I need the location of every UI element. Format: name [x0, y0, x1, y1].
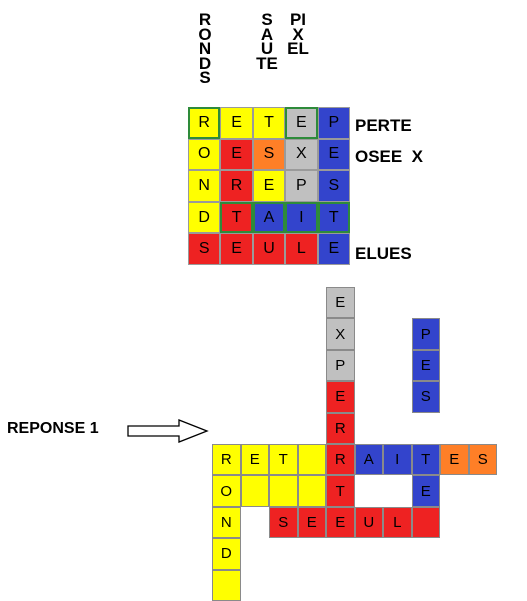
grid-cell: T	[317, 201, 350, 234]
crossword-cell: A	[354, 444, 383, 476]
crossword-cell	[411, 506, 440, 539]
crossword-cell: E	[326, 381, 355, 413]
clue-elues: ELUES	[355, 244, 412, 263]
grid-cell: L	[285, 233, 318, 265]
grid-cell: R	[220, 170, 253, 202]
arrow-right-icon	[127, 419, 209, 443]
crossword-cell: T	[326, 475, 355, 507]
grid-cell: P	[285, 170, 318, 202]
grid-cell: P	[317, 107, 350, 139]
crossword-cell: U	[354, 506, 383, 539]
crossword-cell	[240, 475, 269, 507]
crossword-cell: P	[411, 318, 440, 350]
crossword-cell	[297, 444, 326, 476]
grid-cell: E	[317, 233, 350, 265]
crossword-cell	[212, 569, 241, 601]
clue-osee-x: OSEE X	[355, 147, 424, 166]
clue-perte: PERTE	[355, 116, 412, 135]
grid-cell: R	[188, 107, 221, 139]
crossword-cell: I	[383, 444, 412, 476]
crossword-cell: P	[326, 349, 355, 382]
crossword-cell: S	[411, 381, 440, 413]
crossword-cell: T	[269, 444, 298, 476]
crossword-cell: E	[240, 444, 269, 476]
crossword-cell: N	[212, 506, 241, 539]
grid-cell: D	[188, 201, 221, 234]
crossword-cell: X	[326, 318, 355, 350]
crossword-cell: R	[212, 444, 241, 476]
grid-cell: X	[285, 138, 318, 171]
grid-cell: O	[188, 138, 221, 171]
crossword-cell: E	[440, 444, 469, 476]
grid-cell: S	[188, 233, 221, 265]
answer-label: REPONSE 1	[7, 420, 99, 437]
crossword-cell: E	[411, 475, 440, 507]
crossword-cell: L	[383, 506, 412, 539]
grid-cell: T	[252, 107, 286, 139]
grid-cell: T	[220, 201, 253, 234]
crossword-cell: S	[468, 444, 497, 476]
crossword-cell	[297, 475, 326, 507]
crossword-cell: E	[326, 287, 355, 319]
grid-cell: I	[285, 201, 318, 234]
crossword-cell: O	[212, 475, 241, 507]
vertical-word-pixel: PIXEL	[287, 10, 309, 58]
vertical-word-ronds: RONDS	[198, 10, 212, 87]
grid-cell: S	[252, 138, 286, 171]
grid-cell: A	[252, 201, 286, 234]
grid-cell: E	[252, 170, 286, 202]
crossword-cell: D	[212, 538, 241, 570]
crossword-cell: R	[326, 412, 355, 444]
crossword-cell: E	[326, 506, 355, 539]
crossword-cell: E	[297, 506, 326, 539]
crossword-cell: E	[411, 349, 440, 382]
crossword-cell	[269, 475, 298, 507]
grid-cell: N	[188, 170, 221, 202]
crossword-cell: S	[269, 506, 298, 539]
grid-cell: E	[220, 107, 253, 139]
grid-cell: E	[220, 233, 253, 265]
crossword-cell: R	[326, 444, 355, 476]
grid-cell: U	[252, 233, 286, 265]
grid-cell: E	[317, 138, 350, 171]
vertical-word-saute: SAUTE	[256, 10, 278, 73]
grid-cell: E	[285, 107, 318, 139]
grid-cell: E	[220, 138, 253, 171]
grid-cell: S	[317, 170, 350, 202]
crossword-cell: T	[411, 444, 440, 476]
